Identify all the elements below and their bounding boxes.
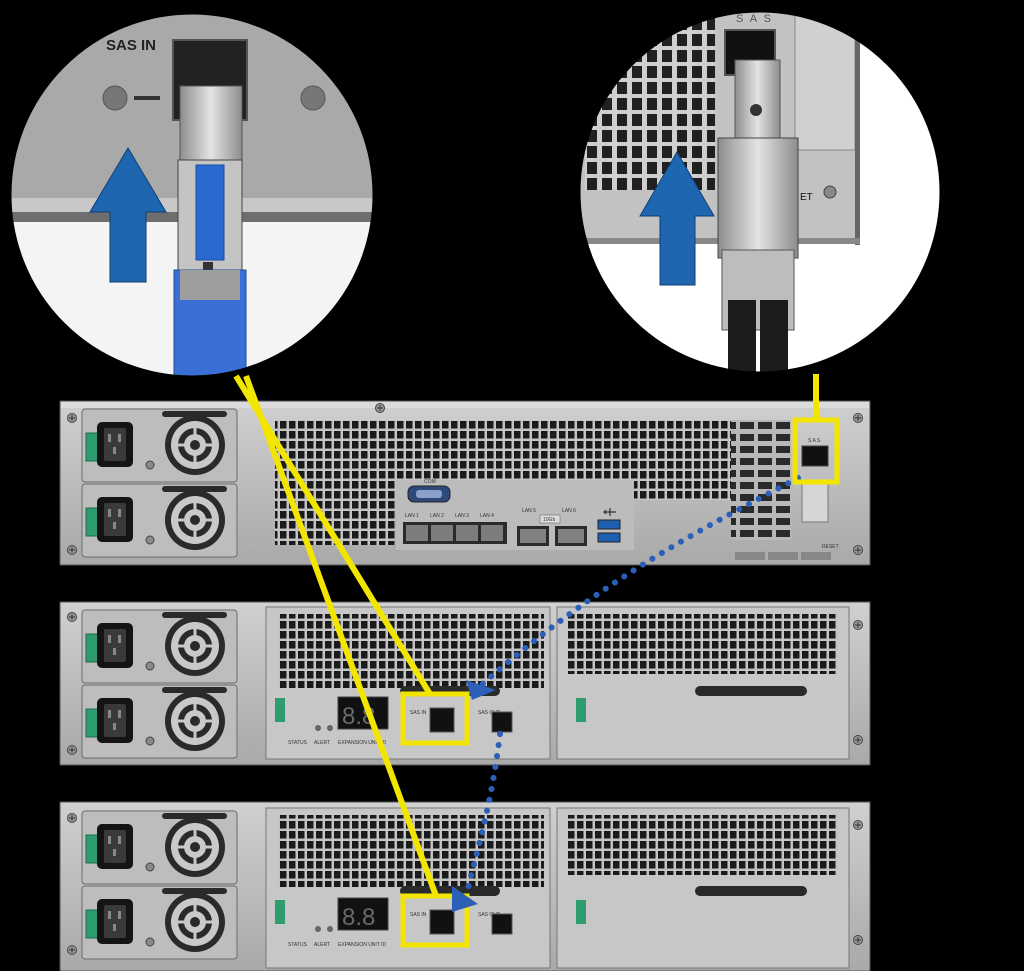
tengig-label: 10Gb	[543, 517, 555, 523]
com-port-label: COM	[424, 479, 436, 485]
eu1-sas-out-label: SAS OUT	[478, 710, 500, 716]
eu2-sas-in-port[interactable]	[429, 909, 455, 935]
usb-icon	[603, 508, 616, 516]
eu2-psu-1	[80, 809, 239, 886]
eu1-psu-1	[80, 608, 239, 685]
callout-lines	[233, 374, 840, 898]
eu2-status-label: STATUS	[288, 942, 308, 948]
server-psu-2	[80, 482, 239, 559]
eu1-alert-label: ALERT	[314, 740, 330, 746]
eu2-sas-in-label: SAS IN	[410, 912, 427, 918]
eu1-sas-in-port[interactable]	[429, 707, 455, 733]
lan5-label: LAN 5	[522, 508, 536, 514]
zoom-left: SAS IN	[6, 9, 378, 381]
expansion-unit-1: 8.8 STATUS ALERT EXPANSION UNIT ID SAS I…	[59, 601, 871, 766]
server-psu-1	[80, 407, 239, 484]
eu2-psu-2	[80, 884, 239, 961]
lan3-label: LAN 3	[455, 513, 469, 519]
eu2-alert-label: ALERT	[314, 942, 330, 948]
reset-label: RESET	[822, 544, 839, 550]
expansion-unit-2: 8.8 STATUS ALERT EXPANSION UNIT ID SAS I…	[59, 801, 871, 971]
arrowhead-eu2	[452, 886, 478, 912]
up-arrow-icon	[89, 147, 167, 283]
cable-path-eu1-to-eu2	[452, 731, 503, 912]
lan4-label: LAN 4	[480, 513, 494, 519]
eu2-sas-out-label: SAS OUT	[478, 912, 500, 918]
zoom-right: S A S ET	[575, 7, 945, 377]
eu1-unit-id-label: EXPANSION UNIT ID	[338, 740, 387, 746]
lan1-label: LAN 1	[405, 513, 419, 519]
lan2-label: LAN 2	[430, 513, 444, 519]
eu2-sas-out-port[interactable]	[491, 913, 513, 935]
zoom-right-port-label: S A S	[736, 13, 773, 25]
lan6-label: LAN 6	[562, 508, 576, 514]
eu1-sas-in-label: SAS IN	[410, 710, 427, 716]
eu2-unit-id-display: 8.8	[342, 904, 375, 931]
host-server: COM LAN 1 LAN 2 LAN 3 LAN 4 LAN 5 LAN 6 …	[59, 400, 871, 566]
eu1-sas-in-highlight	[400, 691, 470, 746]
server-sas-label: S A S	[808, 438, 821, 444]
arrowhead-eu1	[466, 680, 496, 700]
eu2-unit-id-label: EXPANSION UNIT ID	[338, 942, 387, 948]
zoom-right-reset-fragment: ET	[800, 192, 813, 203]
up-arrow-icon	[639, 151, 715, 286]
eu1-sas-out-port[interactable]	[491, 711, 513, 733]
eu1-status-label: STATUS	[288, 740, 308, 746]
zoom-left-port-label: SAS IN	[106, 37, 156, 54]
cable-path-server-to-eu1	[466, 475, 801, 700]
eu1-psu-2	[80, 683, 239, 760]
server-sas-highlight	[792, 417, 840, 485]
lan-ports: LAN 1 LAN 2 LAN 3 LAN 4 LAN 5 LAN 6 10Gb	[403, 508, 587, 546]
